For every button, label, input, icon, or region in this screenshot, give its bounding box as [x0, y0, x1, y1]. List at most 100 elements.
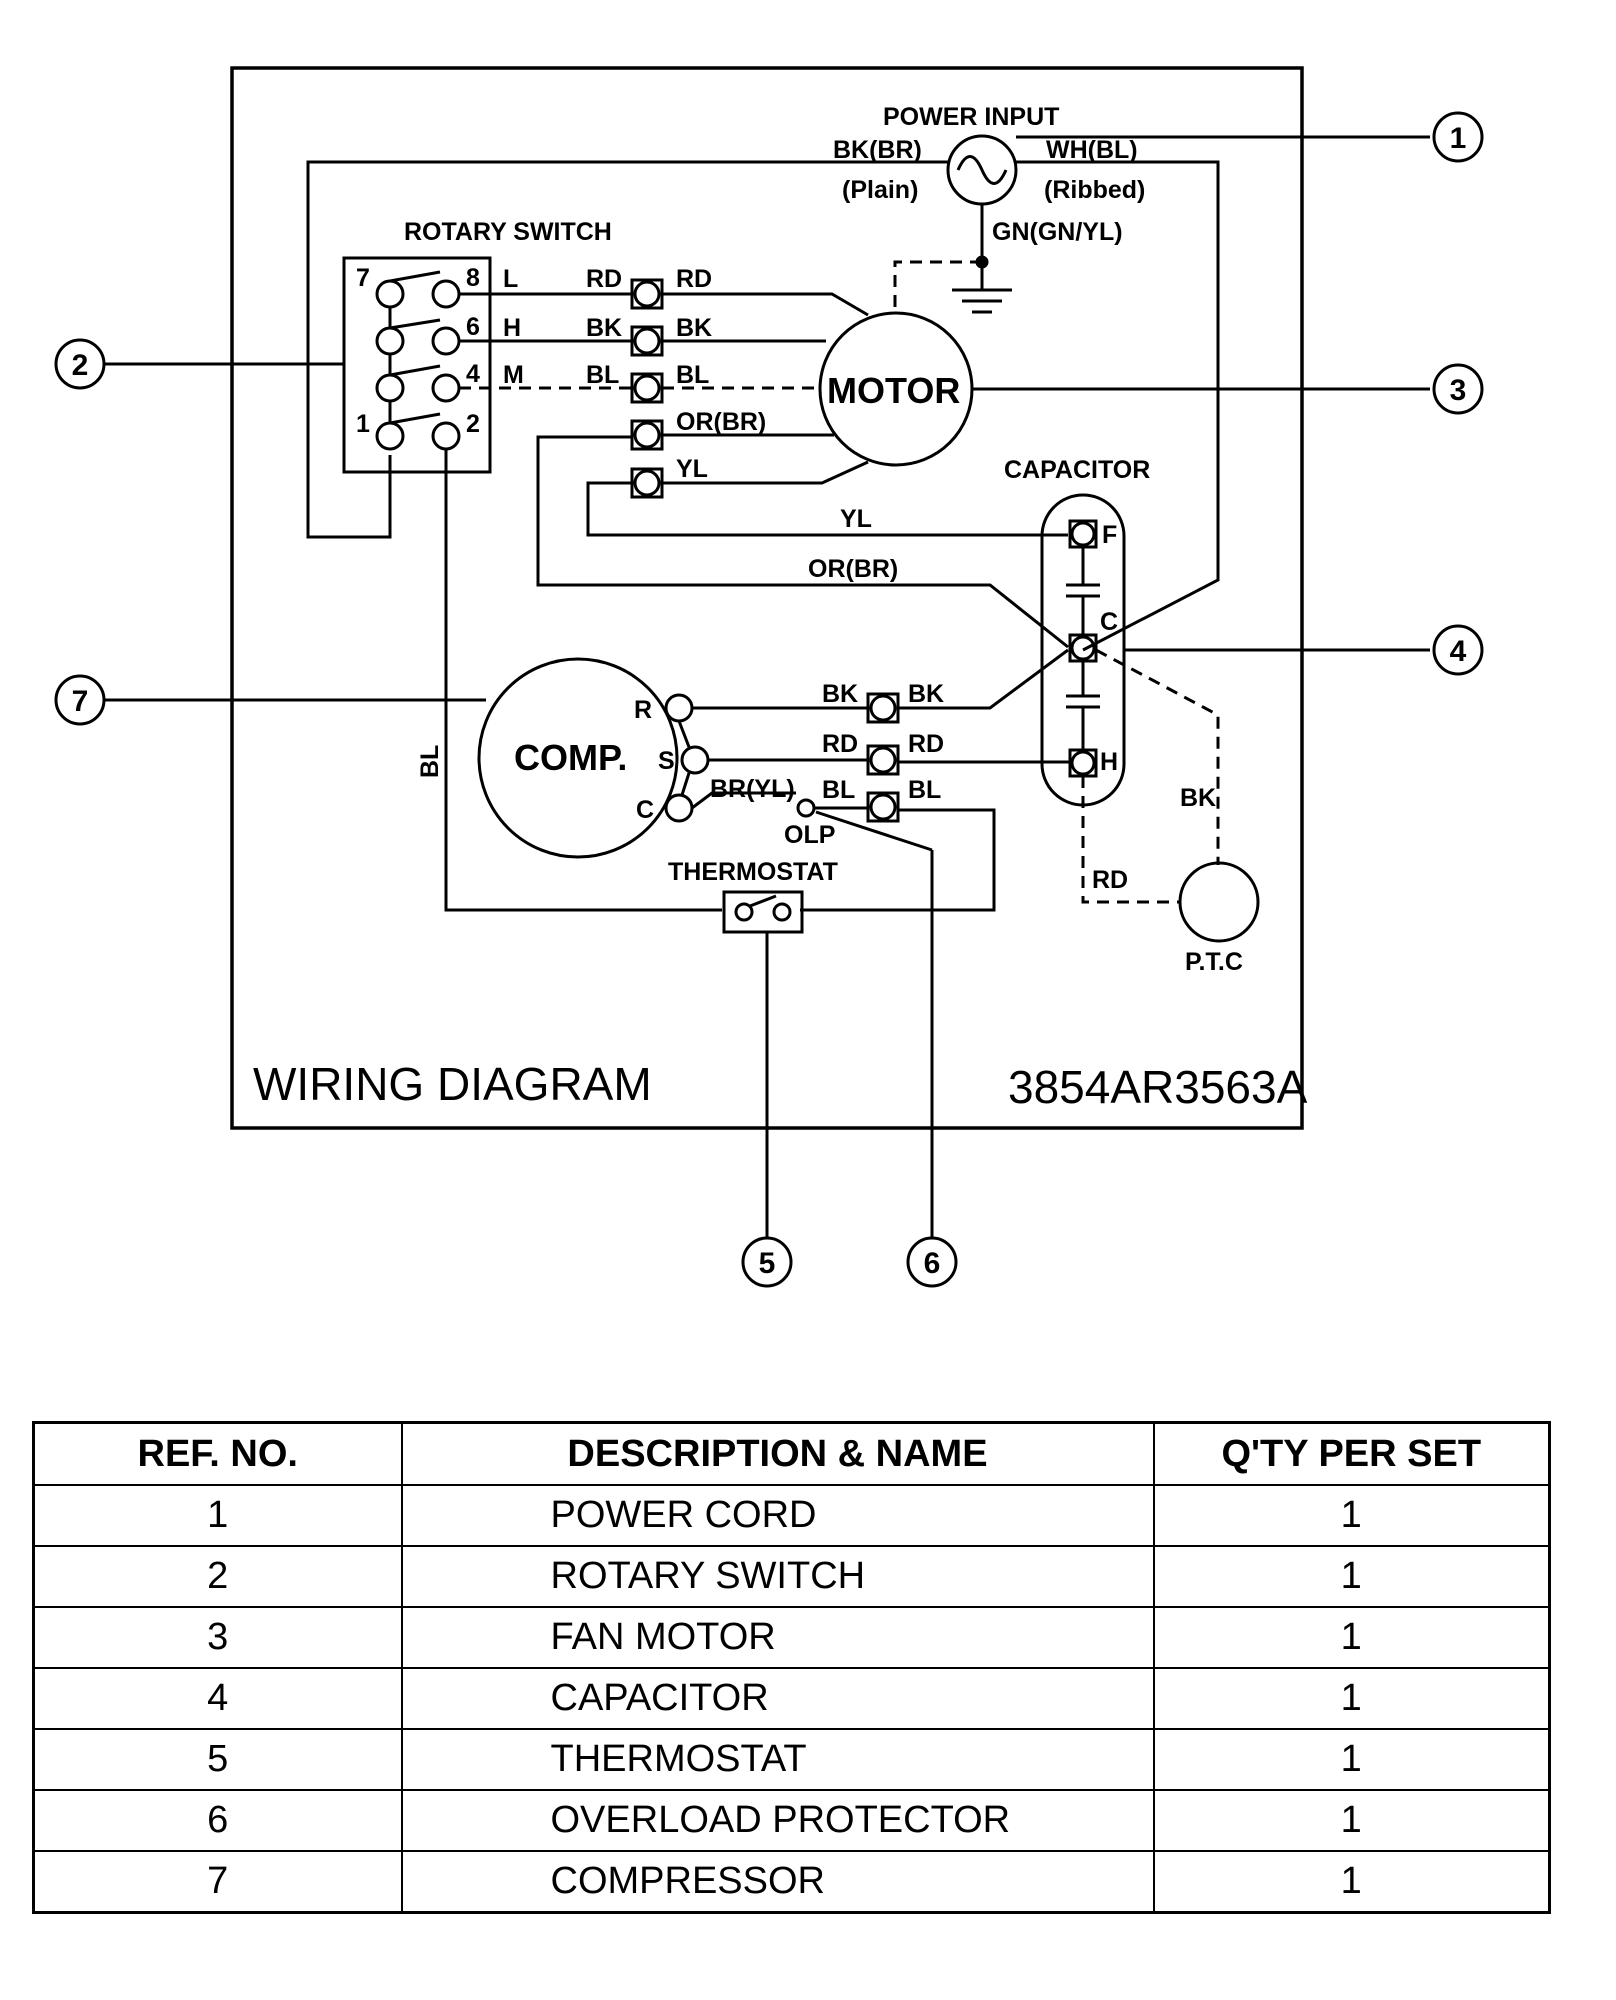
label-pin-2: 2 — [466, 410, 480, 438]
label-cap-c: C — [1100, 608, 1118, 636]
table-row: 4 CAPACITOR 1 — [32, 1667, 1551, 1730]
capacitor-internals — [1066, 519, 1100, 778]
diagram-title: WIRING DIAGRAM — [253, 1058, 652, 1110]
ground-icon — [952, 262, 1012, 314]
label-bl-comp-left: BL — [822, 776, 855, 804]
wire-bk-power — [306, 160, 948, 539]
cell-description: FAN MOTOR — [400, 1606, 1155, 1669]
label-cap-h: H — [1100, 748, 1118, 776]
callout-6 — [906, 1236, 958, 1288]
callout-5 — [741, 1236, 793, 1288]
table-row: 6 OVERLOAD PROTECTOR 1 — [32, 1789, 1551, 1852]
label-sw-l: L — [503, 265, 518, 293]
label-br-yl: BR(YL) — [710, 775, 795, 803]
label-sw-m: M — [503, 361, 524, 389]
wire-motor-rd — [662, 292, 869, 317]
label-bk-right: BK — [676, 314, 712, 342]
label-motor: MOTOR — [827, 370, 960, 411]
label-ptc: P.T.C — [1185, 948, 1243, 976]
cell-qty: 1 — [1152, 1728, 1551, 1791]
thermostat-box — [722, 890, 804, 934]
callout-2-number: 2 — [72, 349, 89, 382]
cell-qty: 1 — [1152, 1667, 1551, 1730]
wire-or-cap — [536, 435, 1069, 649]
diagram-part-number: 3854AR3563A — [1008, 1061, 1308, 1113]
parts-table: REF. NO. DESCRIPTION & NAME Q'TY PER SET… — [32, 1421, 1551, 1914]
cell-description: THERMOSTAT — [400, 1728, 1155, 1791]
label-comp-c: C — [636, 796, 654, 824]
cell-qty: 1 — [1152, 1606, 1551, 1669]
compressor-connectors — [866, 692, 900, 823]
label-bl-right: BL — [676, 361, 709, 389]
olp-callout-leader — [815, 810, 933, 852]
cell-qty: 1 — [1152, 1545, 1551, 1608]
label-pin-7: 7 — [356, 264, 370, 292]
callout-7 — [54, 674, 106, 726]
wire-bl-switch — [444, 449, 722, 912]
label-power-input: POWER INPUT — [883, 103, 1059, 131]
callout-3 — [1432, 363, 1484, 415]
thermostat-contact-right — [772, 902, 792, 922]
label-ribbed: (Ribbed) — [1044, 176, 1145, 204]
label-rd-comp-left: RD — [822, 730, 858, 758]
wire-comp-bk-cap — [898, 648, 1069, 710]
callout-5-number: 5 — [759, 1247, 776, 1280]
label-rd-left: RD — [586, 265, 622, 293]
label-comp: COMP. — [514, 737, 627, 778]
header-qty: Q'TY PER SET — [1152, 1421, 1551, 1486]
callout-3-number: 3 — [1450, 374, 1467, 407]
label-plain: (Plain) — [842, 176, 918, 204]
wire-ptc-bk — [1095, 648, 1220, 865]
callout-1 — [1432, 111, 1484, 163]
cell-qty: 1 — [1152, 1484, 1551, 1547]
cell-description: POWER CORD — [400, 1484, 1155, 1547]
thermostat-blade — [749, 894, 777, 908]
header-description: DESCRIPTION & NAME — [400, 1421, 1155, 1486]
compressor — [477, 657, 679, 859]
label-bk-br: BK(BR) — [833, 136, 922, 164]
label-bl-comp-right: BL — [908, 776, 941, 804]
callout-1-number: 1 — [1450, 122, 1467, 155]
label-wh-bl: WH(BL) — [1046, 136, 1138, 164]
cell-description: CAPACITOR — [400, 1667, 1155, 1730]
wire-bl-thermostat — [800, 808, 996, 912]
motor-connectors — [630, 278, 664, 499]
label-pin-8: 8 — [466, 264, 480, 292]
cell-qty: 1 — [1152, 1789, 1551, 1852]
label-rd-right: RD — [676, 265, 712, 293]
label-thermostat: THERMOSTAT — [668, 858, 838, 886]
label-bl-left: BL — [586, 361, 619, 389]
ptc-thermistor — [1178, 861, 1260, 943]
cell-description: COMPRESSOR — [400, 1850, 1155, 1914]
label-bk-left: BK — [586, 314, 622, 342]
callout-7-number: 7 — [72, 685, 89, 718]
label-yl-motor: YL — [676, 455, 708, 483]
callout-4 — [1432, 624, 1484, 676]
cell-qty: 1 — [1152, 1850, 1551, 1914]
cell-ref: 4 — [32, 1667, 403, 1730]
table-row: 1 POWER CORD 1 — [32, 1484, 1551, 1547]
label-pin-1: 1 — [356, 410, 370, 438]
label-comp-r: R — [634, 696, 652, 724]
wire-ground-motor — [893, 260, 982, 310]
header-ref-no: REF. NO. — [32, 1421, 403, 1486]
table-header-row: REF. NO. DESCRIPTION & NAME Q'TY PER SET — [32, 1421, 1551, 1486]
cell-ref: 3 — [32, 1606, 403, 1669]
label-pin-4: 4 — [466, 360, 480, 388]
label-capacitor: CAPACITOR — [1004, 456, 1150, 484]
rotary-switch-contacts — [375, 270, 461, 451]
cell-description: OVERLOAD PROTECTOR — [400, 1789, 1155, 1852]
label-sw-h: H — [503, 314, 521, 342]
wire-wh-power — [1016, 160, 1220, 652]
label-yl-wire: YL — [840, 505, 872, 533]
callout-4-number: 4 — [1450, 635, 1467, 668]
callout-2 — [54, 338, 106, 390]
label-rotary-switch: ROTARY SWITCH — [404, 218, 612, 246]
power-sine-wave — [956, 155, 1008, 185]
cell-ref: 6 — [32, 1789, 403, 1852]
thermostat-contact-left — [734, 902, 754, 922]
wiring-diagram: POWER INPUT BK(BR) (Plain) WH(BL) (Ribbe… — [54, 66, 1484, 1288]
label-bk-ptc: BK — [1180, 784, 1216, 812]
wire-ptc-rd — [1081, 776, 1180, 904]
label-pin-6: 6 — [466, 313, 480, 341]
